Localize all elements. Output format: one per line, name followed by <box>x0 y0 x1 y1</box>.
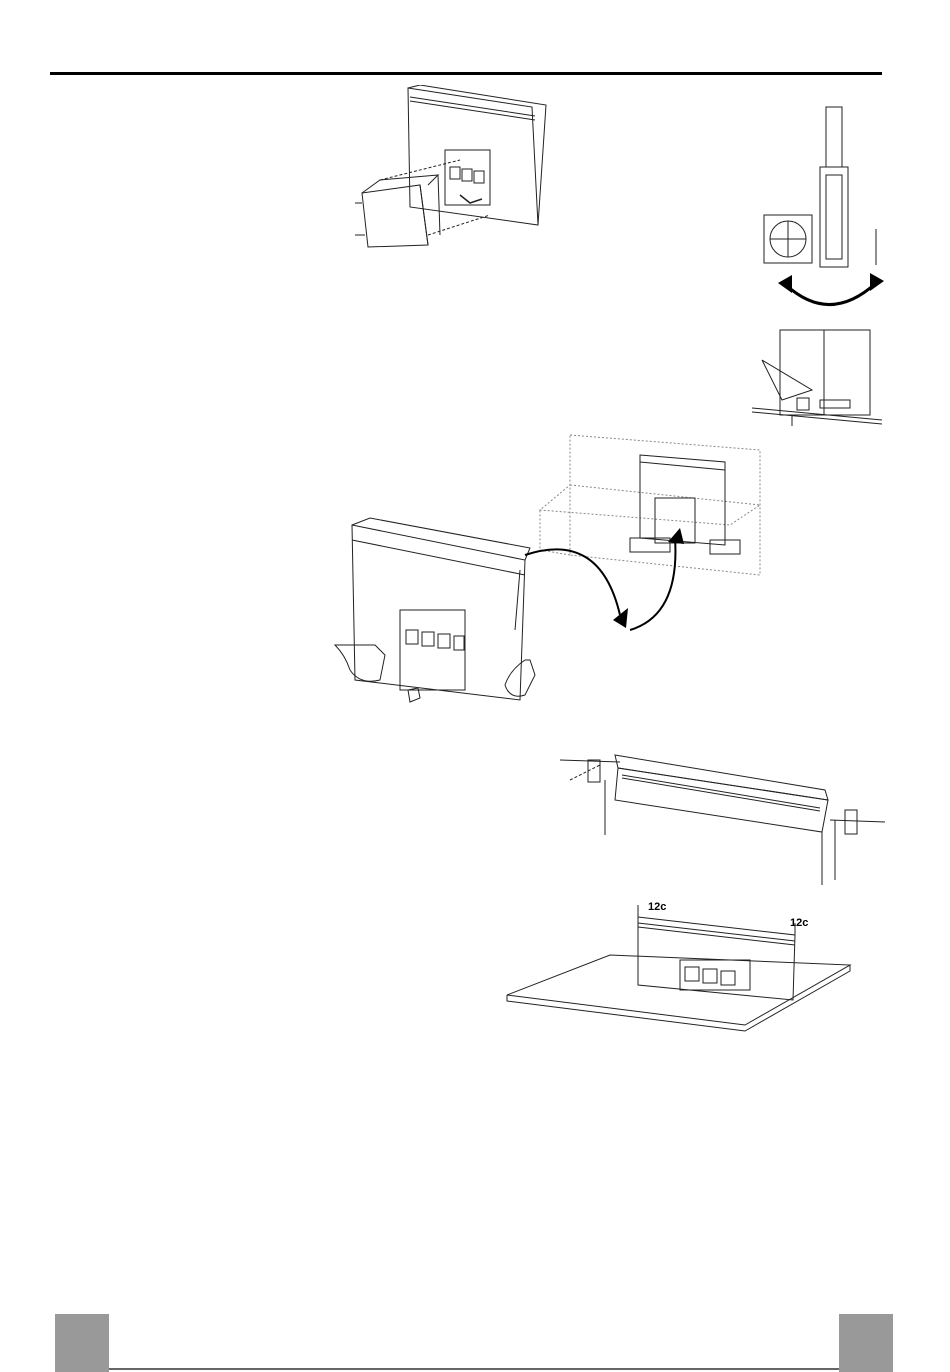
duct-detail-figure <box>752 320 887 430</box>
footer-page-tab-left <box>55 1314 109 1372</box>
countertop-dim-right: 12c <box>790 917 808 929</box>
footer-page-tab-right <box>839 1314 893 1372</box>
hook-fixing-figure <box>560 740 890 890</box>
outlet-rotation-figure <box>748 105 888 315</box>
footer-rule <box>109 1368 839 1370</box>
top-rule <box>50 72 882 75</box>
motor-mounting-figure <box>350 85 550 255</box>
countertop-dim-left: 12c <box>648 901 666 913</box>
countertop-figure: 12c 12c <box>505 895 865 1040</box>
insertion-figure <box>330 430 780 720</box>
